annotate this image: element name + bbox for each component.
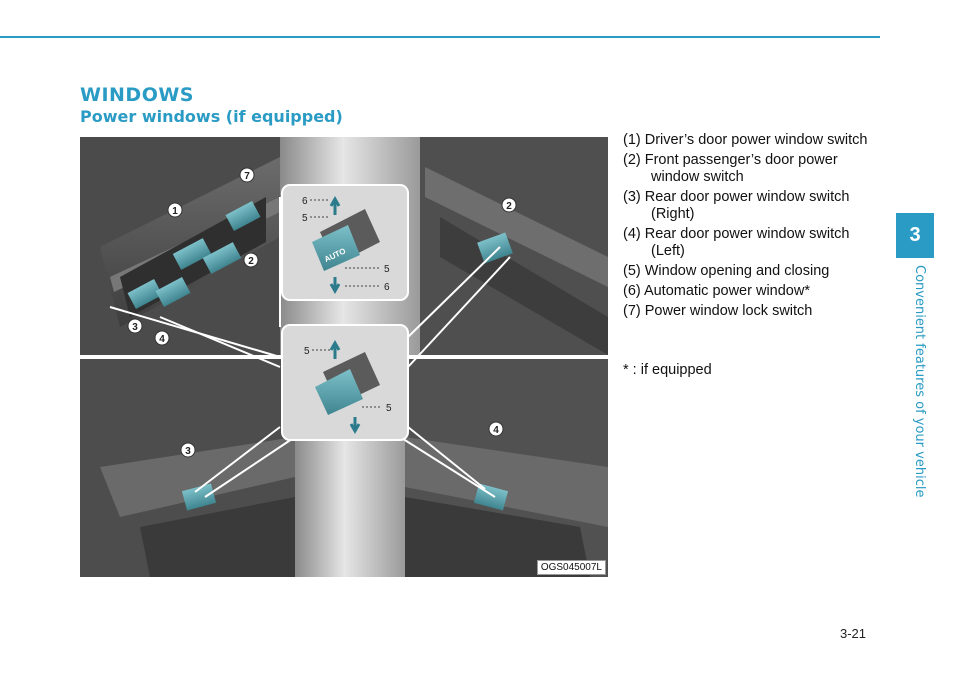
pointer-lines [109,197,511,498]
legend-item: (7) Power window lock switch [623,303,813,319]
callout-4: 4 [154,330,170,346]
legend-item: (6) Automatic power window* [623,283,810,299]
callout-2: 2 [243,252,259,268]
inset-bottom [281,324,409,441]
legend-item: (3) Rear door power window switch (Right… [623,189,850,222]
chapter-title: Convenient features of your vehicle [912,265,927,498]
callout-4-rear: 4 [488,421,504,437]
chapter-tab: 3 [896,213,934,258]
legend-item: (5) Window opening and closing [623,263,830,279]
section-title: WINDOWS [80,84,194,106]
legend-list: (1) Driver’s door power window switch (2… [623,132,883,323]
callout-3-rear: 3 [180,442,196,458]
callout-3: 3 [127,318,143,334]
svg-text:1: 1 [172,206,178,217]
legend-item: (4) Rear door power window switch (Left) [623,226,850,259]
inset-top-label-up-near: 5 [302,213,308,224]
callout-2-passenger: 2 [501,197,517,213]
inset-top-label-up-far: 6 [302,196,308,207]
svg-text:7: 7 [244,171,250,182]
footnote: * : if equipped [623,362,712,378]
svg-text:2: 2 [248,256,254,267]
callout-7: 7 [239,167,255,183]
svg-text:4: 4 [493,425,499,436]
rear-right-switch [181,483,217,511]
legend-item: (1) Driver’s door power window switch [623,132,868,148]
svg-text:3: 3 [132,322,138,333]
inset-top-label-down-far: 6 [384,282,390,293]
inset-top [281,184,409,301]
inset-bottom-label-up: 5 [304,346,310,357]
legend-item: (2) Front passenger’s door power window … [623,152,838,185]
svg-text:2: 2 [506,201,512,212]
header-rule [0,36,880,38]
inset-top-label-down-near: 5 [384,264,390,275]
passenger-switch [477,232,513,264]
svg-text:3: 3 [185,446,191,457]
figure-illustration: 6 5 5 6 AUTO 5 5 7 1 2 3 4 2 3 4 [80,137,608,577]
figure-code: OGS045007L [536,560,606,575]
power-window-figure: 6 5 5 6 AUTO 5 5 7 1 2 3 4 2 3 4 [80,137,608,577]
callout-1: 1 [167,202,183,218]
driver-switch-bank [120,197,266,317]
inset-bottom-label-down: 5 [386,403,392,414]
page-number: 3-21 [840,626,867,641]
subsection-title: Power windows (if equipped) [80,107,343,126]
svg-text:4: 4 [159,334,165,345]
